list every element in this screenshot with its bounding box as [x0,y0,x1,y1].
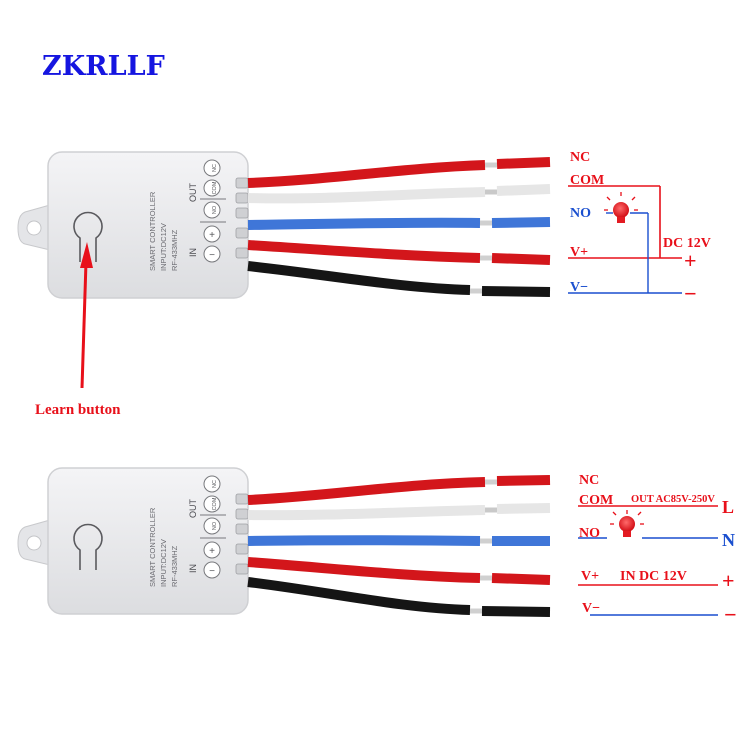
schematic2-out: OUT AC85V-250V [631,494,715,505]
in-label: IN [188,248,198,257]
terminal-com-label: COM [212,181,218,194]
schematic2-in: IN DC 12V [620,569,687,584]
terminal2-nc-label: NC [212,480,218,488]
schematic2-plus: + [722,568,735,593]
schematic2-n: N [722,530,735,550]
device2-text-line1: SMART CONTROLLER [148,507,157,587]
terminal-minus-label: − [209,250,215,261]
light-bulb-icon-2 [610,510,644,537]
device-text-line2: INPUT:DC12V [159,223,168,271]
schematic2-vminus: V− [582,601,600,616]
schematic1-com: COM [570,173,604,188]
controller-device-2: SMART CONTROLLER INPUT:DC12V RF-433MHZ O… [17,467,249,615]
schematic1-vplus: V+ [570,245,588,260]
controller-device-1: SMART CONTROLLER INPUT:DC12V RF-433MHZ O… [17,151,249,299]
schematic1-plus: + [684,248,697,273]
terminal-plus-label: + [209,230,215,241]
schematic1-supply: DC 12V [663,236,711,251]
learn-button[interactable] [73,211,103,262]
schematic1-vminus: V− [570,280,588,295]
out-label-2: OUT [188,499,198,519]
terminal-block-2 [203,475,221,579]
learn-button-2[interactable] [73,523,103,570]
schematic-1: NC COM NO V+ V− DC 12V + − [568,150,711,306]
light-bulb-icon [604,192,638,223]
terminal2-com-label: COM [212,497,218,510]
terminal2-minus-label: − [209,566,215,577]
terminal-no-label: NO [212,205,218,214]
device-text-line1: SMART CONTROLLER [148,191,157,271]
schematic1-no: NO [570,206,591,221]
schematic2-no: NO [579,526,600,541]
schematic2-nc: NC [579,473,599,488]
terminal2-no-label: NO [212,521,218,530]
wires-device-2 [247,475,551,617]
terminal-block-1 [203,159,221,263]
schematic2-minus: − [724,602,737,627]
learn-button-callout: Learn button [35,242,121,418]
terminal2-plus-label: + [209,546,215,557]
schematic-2: NC COM NO V+ IN DC 12V V− OUT AC85V-250V… [578,473,737,627]
schematic2-com: COM [579,493,613,508]
schematic1-minus: − [684,281,697,306]
in-label-2: IN [188,564,198,573]
schematic1-nc: NC [570,150,590,165]
wires-device-1 [247,157,551,297]
out-label: OUT [188,183,198,203]
learn-button-label: Learn button [35,402,121,418]
terminal-nc-label: NC [212,164,218,172]
device2-text-line3: RF-433MHZ [170,545,179,587]
schematic2-vplus: V+ [581,569,599,584]
device-text-line3: RF-433MHZ [170,229,179,271]
brand-logo: ZKRLLF [42,51,165,82]
device2-text-line2: INPUT:DC12V [159,539,168,587]
schematic2-l: L [722,497,734,517]
